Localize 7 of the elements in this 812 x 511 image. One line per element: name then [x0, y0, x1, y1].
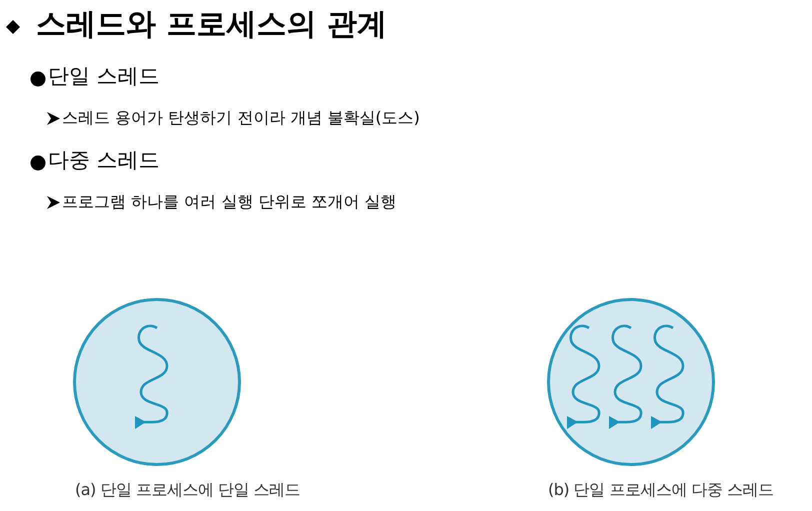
bullet-text: 다중 스레드: [48, 147, 160, 174]
bullet-text: 단일 스레드: [48, 63, 160, 90]
sub-bullet-text: 스레드 용어가 탄생하기 전이라 개념 불확실(도스): [62, 108, 420, 129]
sub-bullet-text: 프로그램 하나를 여러 실행 단위로 쪼개어 실행: [62, 192, 397, 213]
node-label: (b) 단일 프로세스에 다중 스레드: [548, 480, 774, 501]
node-label: (a) 단일 프로세스에 단일 스레드: [75, 480, 300, 501]
title: 스레드와 프로세스의 관계: [36, 6, 387, 44]
